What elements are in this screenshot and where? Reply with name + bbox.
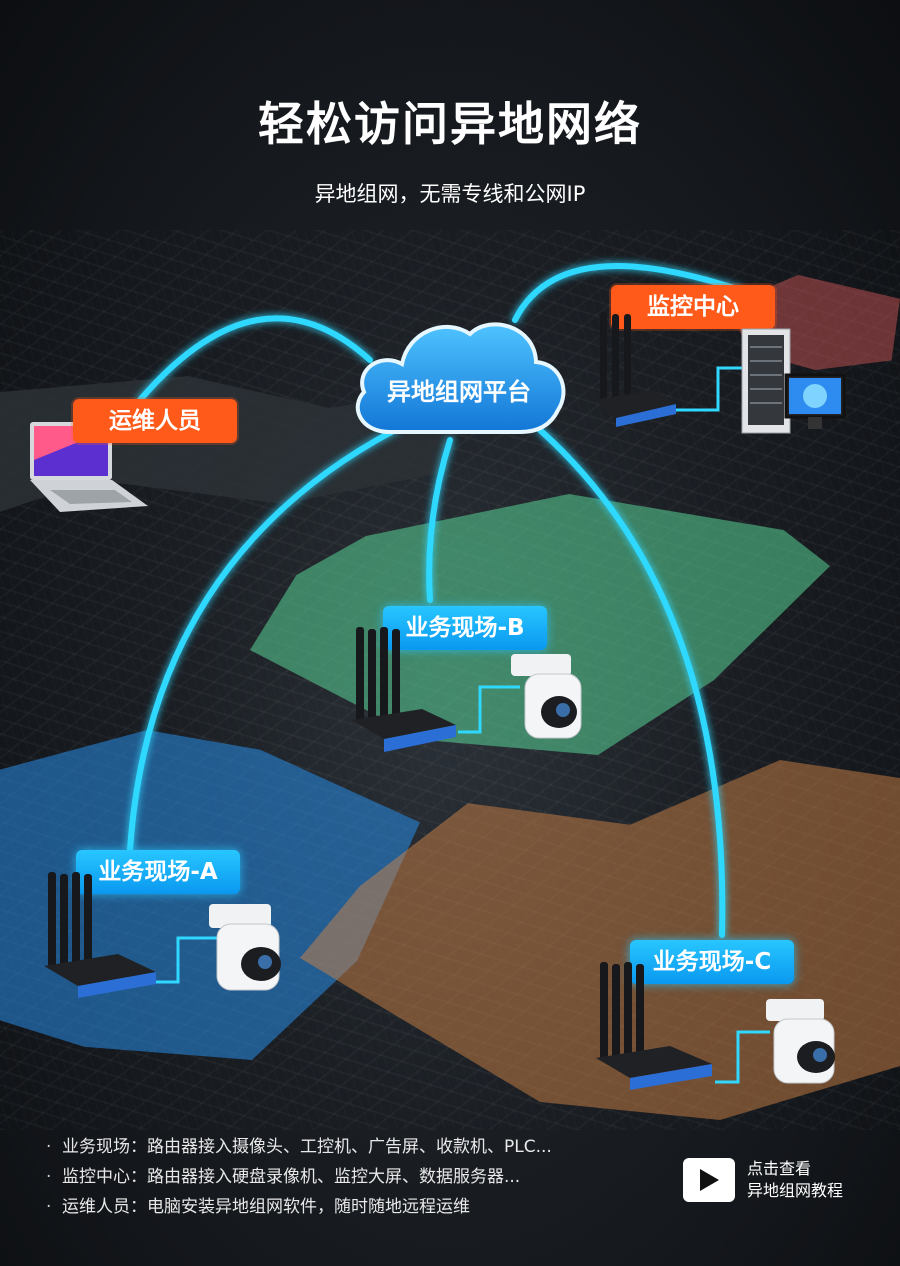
list-item: ·运维人员：电脑安装异地组网软件，随时随地远程运维 [46,1197,470,1217]
tag-ops: 运维人员 [73,399,237,443]
link-ops [137,315,373,403]
cable-site-b [458,685,520,734]
video-link-line2[interactable]: 异地组网教程 [747,1181,844,1200]
link-site-c [537,427,726,938]
tag-site-a: 业务现场-A [76,850,240,894]
description-list: ·业务现场：路由器接入摄像头、工控机、广告屏、收款机、PLC... ·监控中心：… [46,1132,552,1222]
link-site-a [127,427,398,853]
router-icon [594,312,676,427]
router-icon [596,962,712,1090]
play-icon[interactable] [683,1158,735,1202]
server-rack-icon [741,328,846,434]
video-link-line1[interactable]: 点击查看 [747,1159,812,1178]
video-tutorial-link[interactable]: 点击查看 异地组网教程 [683,1158,843,1202]
tag-monitor-center: 监控中心 [611,285,775,329]
tag-site-c: 业务现场-C [630,940,794,984]
link-site-b [426,437,453,603]
router-icon [44,872,156,998]
cloud-icon [355,322,566,434]
cable-site-c [715,1030,770,1084]
camera-icon [511,654,582,739]
page-title: 轻松访问异地网络 [258,97,642,151]
camera-icon [209,904,281,991]
page-subtitle: 异地组网，无需专线和公网IP [314,182,586,206]
list-item: ·业务现场：路由器接入摄像头、工控机、广告屏、收款机、PLC... [46,1137,552,1157]
cable-site-a [148,936,220,984]
camera-icon [766,999,835,1084]
router-icon [352,627,456,752]
list-item: ·监控中心：路由器接入硬盘录像机、监控大屏、数据服务器... [46,1167,521,1187]
cable-monitor [672,366,742,412]
link-monitor [512,263,743,323]
platform-label: 异地组网平台 [387,378,531,406]
tag-site-b: 业务现场-B [383,606,547,650]
